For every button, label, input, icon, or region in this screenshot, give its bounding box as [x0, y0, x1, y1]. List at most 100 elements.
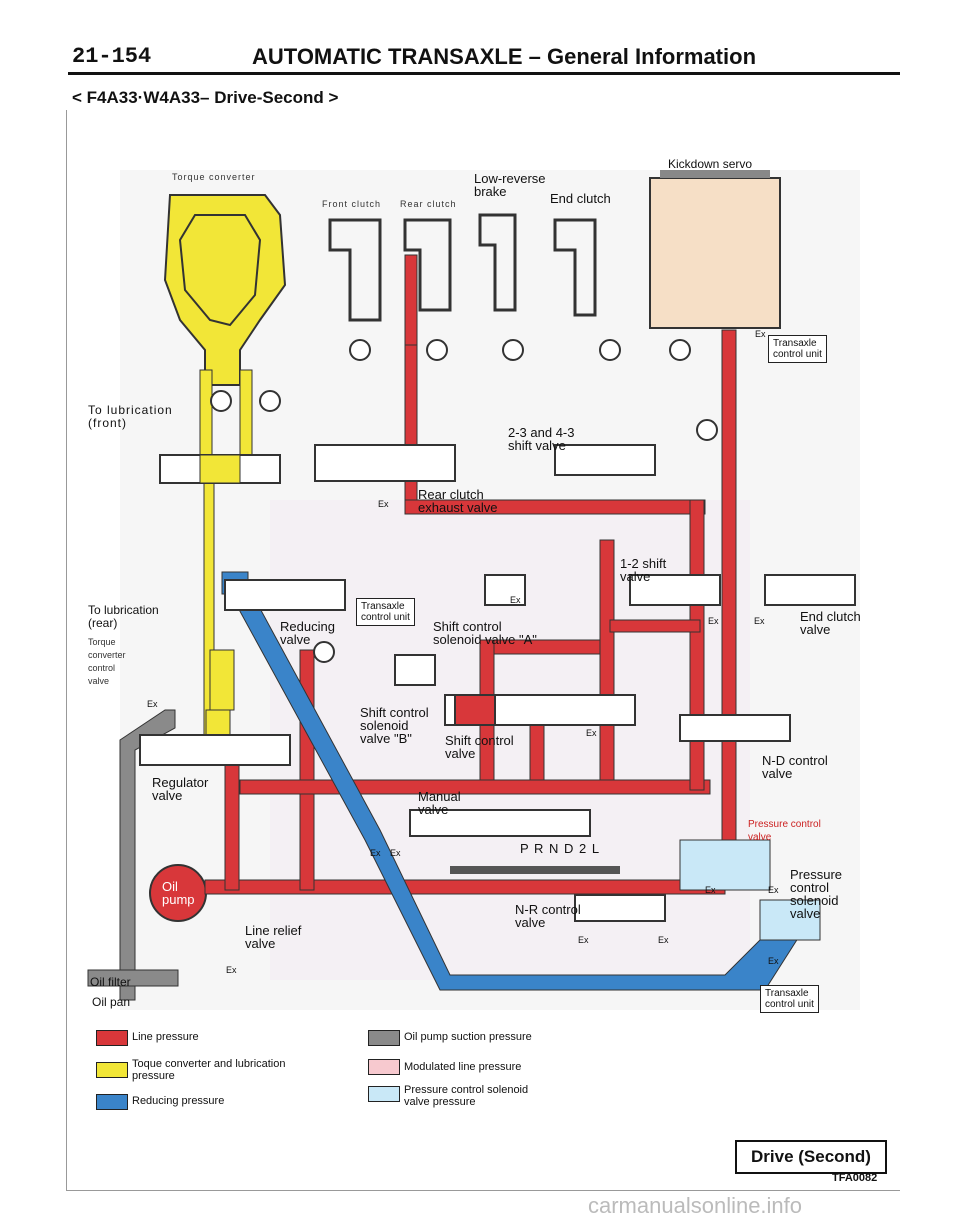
orifice-3: [502, 339, 524, 361]
label-ex-10: Ex: [768, 885, 779, 895]
orifice-6: [696, 419, 718, 441]
solenoid-a-body: [484, 574, 526, 606]
label-low-reverse-brake: Low-reverse brake: [474, 171, 546, 199]
label-torque-converter: Torque converter: [172, 172, 256, 182]
title-rule: [68, 72, 900, 75]
valve-bodies: [139, 444, 856, 922]
label-end-clutch-valve: End clutch valve: [800, 609, 861, 637]
rear-clutch-shape: [403, 218, 452, 312]
caption-drive-second: Drive (Second): [735, 1140, 887, 1174]
label-ex-7: Ex: [370, 848, 381, 858]
label-torque-converter-control-valve: Torque converter control valve: [88, 637, 126, 686]
label-ex-11: Ex: [578, 935, 589, 945]
legend-swatch-solenoid: [368, 1086, 400, 1102]
label-front-clutch: Front clutch: [322, 199, 382, 209]
label-shift-control-valve: Shift control valve: [445, 733, 514, 761]
clutch-drawings: [328, 213, 597, 322]
pcs-valve-body: [679, 839, 771, 891]
label-nr-control-valve: N-R control valve: [515, 902, 581, 930]
orifice-5: [669, 339, 691, 361]
legend-swatch-modulated: [368, 1059, 400, 1075]
legend-swatch-line: [96, 1030, 128, 1046]
end-clutch-valve-body: [764, 574, 856, 606]
label-ex-9: Ex: [705, 885, 716, 895]
label-oil-filter: Oil filter: [90, 975, 131, 989]
label-pressure-control-solenoid-valve: Pressure control solenoid valve: [790, 867, 843, 921]
kickdown-servo-cap: [660, 170, 770, 178]
legend-swatch-suction: [368, 1030, 400, 1046]
rear-clutch-exhaust-valve-body: [314, 444, 456, 482]
label-ex-6: Ex: [586, 728, 597, 738]
legend-label-line: Line pressure: [132, 1031, 199, 1043]
legend-label-reducing: Reducing pressure: [132, 1095, 225, 1107]
label-ex-13: Ex: [226, 965, 237, 975]
orifice-2: [426, 339, 448, 361]
label-to-lubrication-front: To lubrication (front): [88, 403, 173, 430]
manual-valve-body: [409, 809, 591, 837]
page-subtitle: < F4A33·W4A33– Drive-Second >: [72, 88, 339, 107]
section-number: 21-154: [72, 44, 152, 69]
label-ex-15: Ex: [755, 329, 766, 339]
shift-valve-12-body: [629, 574, 721, 606]
suction-line: [119, 709, 176, 1001]
low-reverse-brake-shape: [478, 213, 517, 312]
solenoid-b-body: [394, 654, 436, 686]
label-end-clutch: End clutch: [550, 191, 611, 206]
transaxle-control-unit-mid: Transaxle control unit: [356, 598, 415, 626]
watermark: carmanualsonline.info: [588, 1193, 803, 1218]
line-route-right: [689, 499, 705, 791]
label-rear-clutch: Rear clutch: [400, 199, 457, 209]
legend-swatch-reducing: [96, 1094, 128, 1110]
line-route-manual: [239, 779, 711, 795]
label-shift-valve-23-43: 2-3 and 4-3 shift valve: [508, 425, 575, 453]
label-pressure-control-valve: Pressure control valve: [748, 819, 821, 843]
line-route-rear-horiz: [404, 499, 706, 515]
nd-control-valve-body: [679, 714, 791, 742]
label-line-relief-valve: Line relief valve: [245, 923, 302, 951]
label-ex-2: Ex: [378, 499, 389, 509]
label-ex-14: Ex: [768, 956, 779, 966]
legend-label-solenoid: Pressure control solenoid valve pressure: [404, 1084, 529, 1108]
label-oil-pan: Oil pan: [92, 995, 131, 1009]
transaxle-control-unit-bottom: Transaxle control unit: [760, 985, 819, 1013]
orifice-8: [259, 390, 281, 412]
label-prndl: P R N D 2 L: [520, 841, 601, 856]
orifice-9: [313, 641, 335, 663]
frame-bottom-rule: [66, 1190, 900, 1191]
label-reducing-valve: Reducing valve: [280, 619, 335, 647]
label-ex-3: Ex: [510, 595, 521, 605]
orifice-1: [349, 339, 371, 361]
torque-line-1: [199, 369, 213, 461]
label-regulator-valve: Regulator valve: [152, 775, 209, 803]
torque-line-2: [239, 369, 253, 461]
lube-valve-spool: [199, 454, 241, 484]
legend-label-modulated: Modulated line pressure: [404, 1061, 522, 1073]
frame-left-rule: [66, 110, 67, 1190]
orifice-7: [210, 390, 232, 412]
end-clutch-shape: [553, 218, 597, 317]
rear-clutch-feed: [404, 254, 418, 346]
page-title: AUTOMATIC TRANSAXLE – General Informatio…: [252, 44, 757, 69]
label-ex-5: Ex: [754, 616, 765, 626]
torque-converter-inner: [178, 214, 262, 327]
label-ex-12: Ex: [658, 935, 669, 945]
reducing-valve-body: [224, 579, 346, 611]
figure-id: TFA0082: [832, 1172, 878, 1184]
label-to-lubrication-rear: To lubrication (rear): [88, 603, 159, 630]
kickdown-servo-shape: [649, 177, 781, 329]
legend-label-torque: Toque converter and lubrication pressure: [132, 1058, 286, 1082]
shift-control-spool: [454, 694, 496, 726]
oil-filter-shape: [87, 969, 179, 987]
label-manual-valve: Manual valve: [418, 789, 461, 817]
regulator-valve-body: [139, 734, 291, 766]
front-clutch-shape: [328, 218, 382, 322]
line-route-12-right: [609, 619, 701, 633]
nr-control-valve-body: [574, 894, 666, 922]
label-shift-valve-12: 1-2 shift valve: [620, 556, 667, 584]
label-shift-control-solenoid-b: Shift control solenoid valve "B": [360, 705, 429, 746]
pcs-solenoid-body: [759, 899, 821, 941]
line-route-12: [599, 539, 615, 781]
label-ex-1: Ex: [147, 699, 158, 709]
label-shift-control-solenoid-a: Shift control solenoid valve "A": [433, 619, 537, 647]
